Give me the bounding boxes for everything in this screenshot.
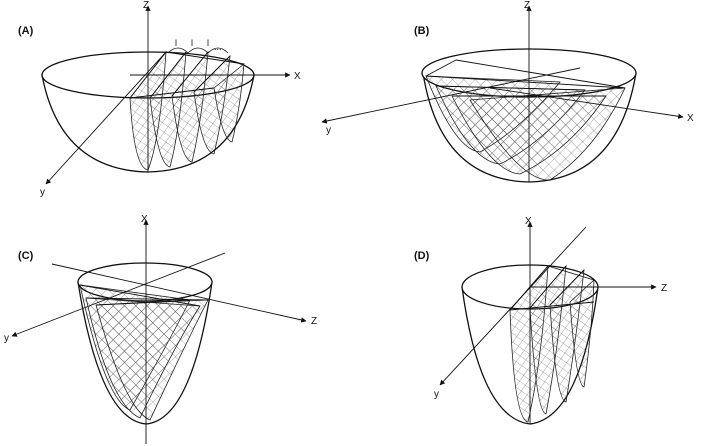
panel-d: (D) X Z y [414,216,667,425]
panel-d-letter: (D) [414,250,430,262]
panel-d-slices [509,264,595,423]
spacing-label-3: l [207,38,209,48]
panel-c-label-up: X [141,214,148,225]
panel-a-slices [129,50,245,171]
panel-a: (A) Z X y l l [18,0,301,198]
panel-c-letter: (C) [18,250,34,262]
panel-c-planes [79,284,209,307]
panel-b: (B) Z X y [321,0,694,183]
panel-a-spacing-markers: l l l ... [167,38,229,54]
panel-a-letter: (A) [18,25,34,37]
panel-a-label-right: X [294,71,301,82]
panel-b-axis-right [489,87,684,119]
panel-c: (C) X Z y [4,214,317,444]
spacing-label-1: l [175,38,177,48]
panel-d-label-up: X [525,216,532,227]
panel-c-label-right: Z [311,316,317,327]
panel-d-label-diag: y [434,389,439,400]
panel-b-letter: (B) [414,25,430,37]
panel-b-label-up: Z [524,0,530,11]
panel-a-label-up: Z [143,0,149,11]
panel-c-axis-right [51,263,307,323]
spacing-label-2: l [191,38,193,48]
panel-b-label-diag: y [326,125,331,136]
spacing-label-4: ... [214,42,222,52]
panel-a-label-diag: y [40,187,45,198]
panel-c-slices [79,284,209,421]
panel-c-label-diag: y [4,333,9,344]
panel-b-slices [425,75,626,181]
panel-b-label-right: X [687,113,694,124]
panel-a-axis-diag [45,51,167,185]
panel-b-axis-diag [321,67,581,124]
panel-d-label-right: Z [661,283,667,294]
panel-c-axis-diag [11,252,226,337]
panel-d-axis-diag [439,226,587,386]
